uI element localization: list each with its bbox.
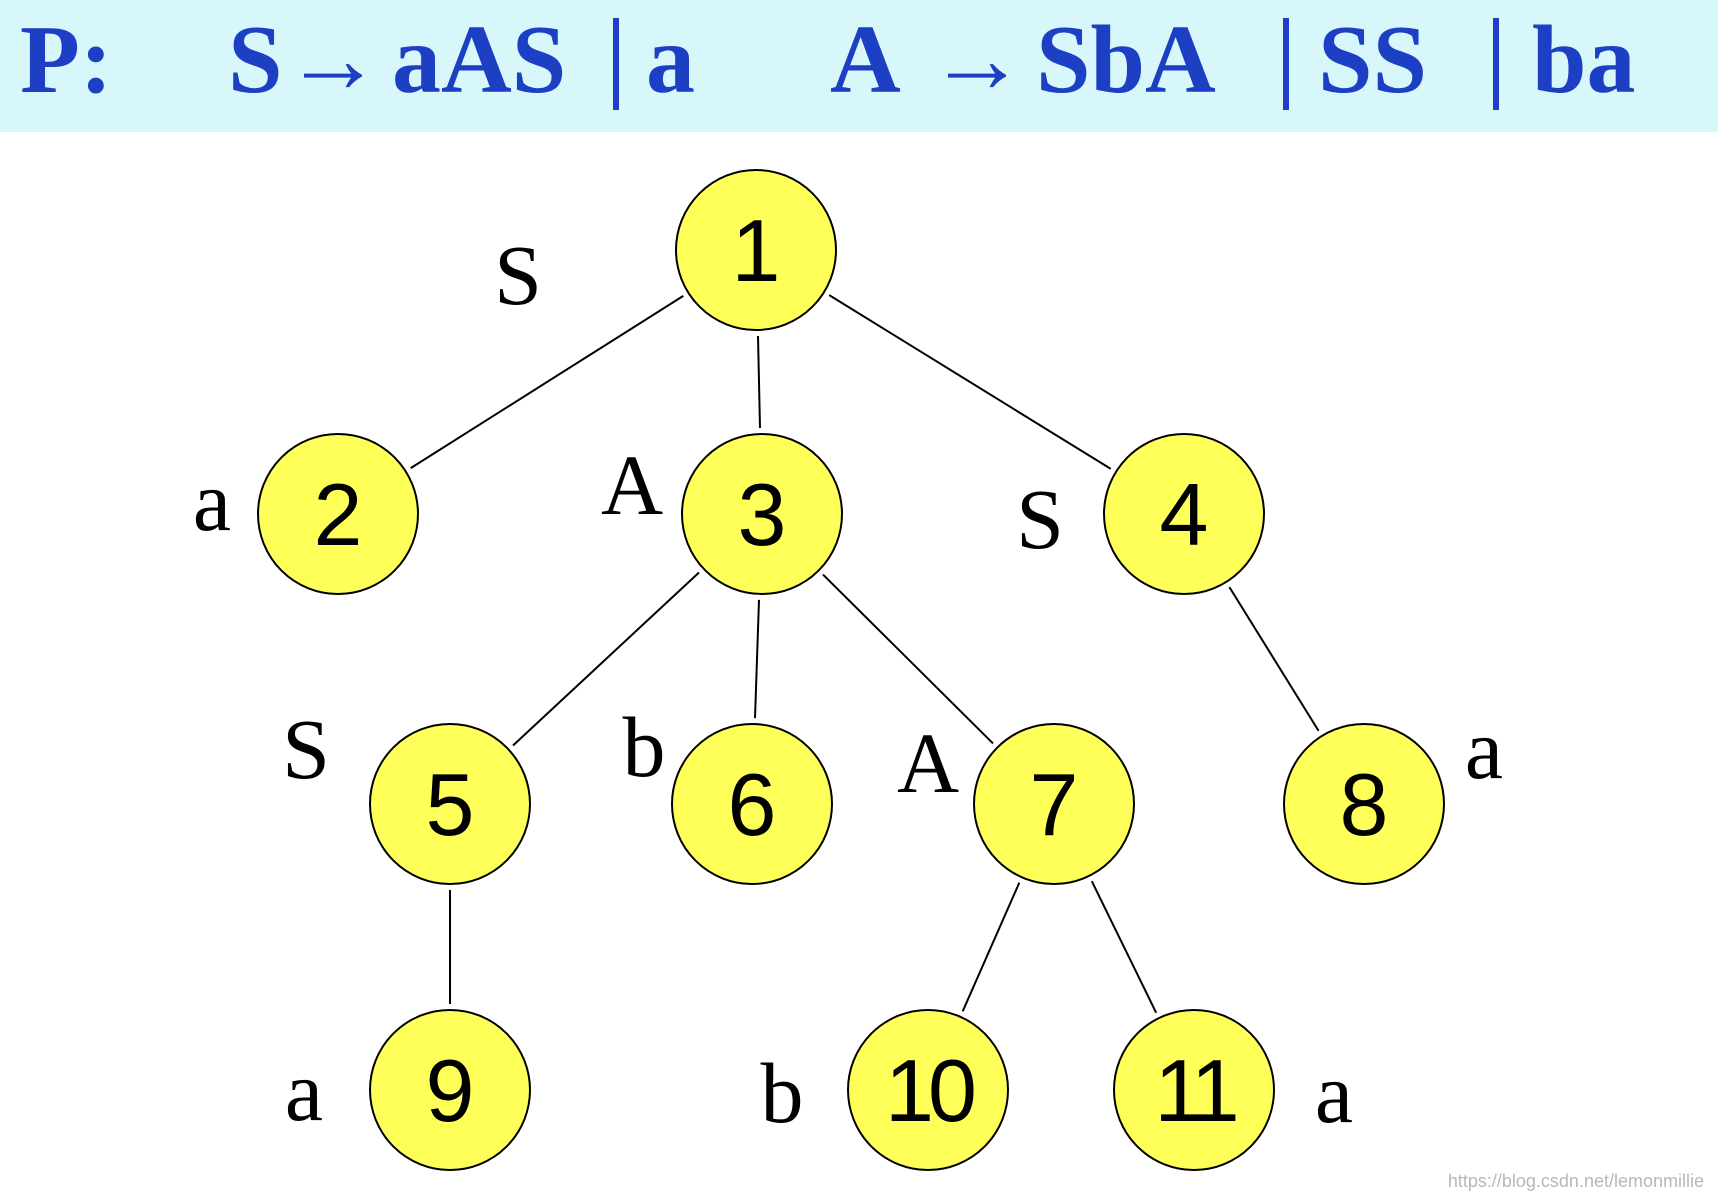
- node-symbol-label: a: [1315, 1045, 1353, 1141]
- tree-node-1: 1S: [494, 169, 837, 331]
- node-circle: [369, 723, 531, 885]
- node-number: 8: [1340, 755, 1389, 854]
- node-circle: [671, 723, 833, 885]
- node-circle: [675, 169, 837, 331]
- tree-edges: [410, 294, 1320, 1014]
- tree-node-6: 6b: [623, 699, 833, 885]
- tree-edge-1-3: [757, 335, 761, 429]
- node-number: 6: [728, 755, 777, 854]
- node-number: 4: [1160, 465, 1209, 564]
- node-circle: [1103, 433, 1265, 595]
- node-number: 10: [885, 1041, 974, 1140]
- node-symbol-label: b: [761, 1045, 804, 1141]
- node-number: 3: [738, 465, 787, 564]
- tree-node-2: 2a: [193, 433, 419, 595]
- node-symbol-label: S: [282, 701, 330, 797]
- productions-prefix: P:: [20, 6, 113, 114]
- node-circle: [1283, 723, 1445, 885]
- rule-2-alternative-3: ba: [1532, 6, 1636, 114]
- tree-node-11: 11 a: [1113, 1009, 1353, 1171]
- tree-edge-4-8: [1228, 586, 1320, 732]
- node-number: 5: [426, 755, 475, 854]
- arrow-icon: →: [928, 6, 1026, 114]
- rule-1-alternative-2: a: [646, 6, 695, 114]
- grammar-header: [0, 0, 1718, 132]
- node-symbol-label: a: [1465, 701, 1503, 797]
- node-number: 9: [426, 1041, 475, 1140]
- tree-node-8: 8a: [1283, 701, 1503, 885]
- node-circle: [1113, 1009, 1275, 1171]
- node-symbol-label: b: [623, 699, 666, 795]
- tree-node-3: 3A: [601, 433, 843, 595]
- node-symbol-label: a: [193, 453, 231, 549]
- node-symbol-label: a: [285, 1043, 323, 1139]
- node-circle: [681, 433, 843, 595]
- node-circle: [369, 1009, 531, 1171]
- tree-edge-7-11: [1090, 880, 1158, 1014]
- watermark: https://blog.csdn.net/lemonmillie: [1447, 1171, 1704, 1191]
- node-circle: [973, 723, 1135, 885]
- tree-edge-3-6: [754, 599, 760, 719]
- tree-node-10: 10 b: [761, 1009, 1009, 1171]
- node-number: 1: [732, 201, 781, 300]
- node-circle: [847, 1009, 1009, 1171]
- node-number: 11: [1154, 1041, 1235, 1140]
- node-number: 7: [1030, 755, 1079, 854]
- arrow-icon: →: [284, 6, 382, 114]
- node-symbol-label: S: [1016, 471, 1064, 567]
- rule-1-lhs: S: [228, 6, 283, 114]
- node-number: 2: [314, 465, 363, 564]
- rule-1-alternative-1: aAS: [392, 6, 566, 114]
- node-circle: [257, 433, 419, 595]
- tree-edge-7-10: [961, 882, 1021, 1012]
- tree-edge-1-4: [828, 294, 1112, 470]
- tree-edge-3-7: [822, 573, 994, 745]
- rule-2-lhs: A: [830, 6, 901, 114]
- tree-edge-3-5: [512, 571, 700, 747]
- tree-node-5: 5S: [282, 701, 531, 885]
- tree-node-9: 9a: [285, 1009, 531, 1171]
- tree-node-7: 7A: [897, 715, 1135, 885]
- rule-2-alternative-2: SS: [1318, 6, 1427, 114]
- rule-2-alternative-1: SbA: [1036, 6, 1216, 114]
- grammar-productions: P: S → aAS a A → SbA SS ba: [20, 6, 1636, 114]
- node-symbol-label: A: [601, 437, 663, 533]
- node-symbol-label: A: [897, 715, 959, 811]
- node-symbol-label: S: [494, 227, 542, 323]
- tree-node-4: 4S: [1016, 433, 1265, 595]
- tree-edge-1-2: [410, 295, 684, 469]
